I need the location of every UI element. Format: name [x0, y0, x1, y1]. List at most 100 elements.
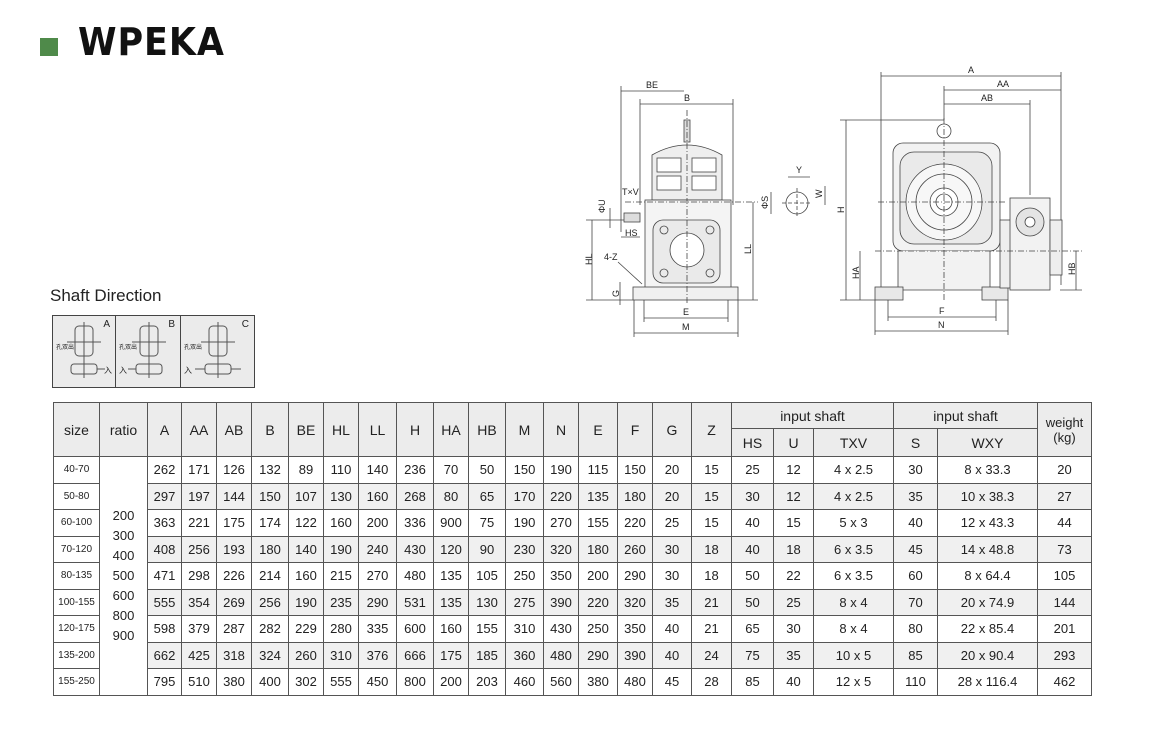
value-cell: 197 [181, 482, 217, 510]
value-cell: 144 [216, 482, 252, 510]
value-cell: 666 [396, 641, 434, 669]
value-cell: 360 [505, 641, 544, 669]
label-4z: 4-Z [604, 252, 618, 262]
value-cell: 462 [1037, 668, 1092, 696]
value-cell: 115 [578, 456, 618, 484]
value-cell: 28 [691, 668, 732, 696]
value-cell: 12 [773, 482, 814, 510]
input-mark: 入 [104, 366, 112, 375]
value-cell: 430 [543, 615, 579, 643]
value-cell: 175 [433, 641, 469, 669]
header-m: M [505, 402, 544, 457]
value-cell: 80 [893, 615, 938, 643]
value-cell: 290 [617, 562, 653, 590]
value-cell: 140 [358, 456, 397, 484]
size-cell: 50-80 [53, 482, 100, 510]
label-u: ΦU [597, 199, 607, 213]
value-cell: 229 [288, 615, 324, 643]
value-cell: 35 [893, 482, 938, 510]
value-cell: 22 [773, 562, 814, 590]
value-cell: 324 [251, 641, 289, 669]
value-cell: 20 [652, 482, 692, 510]
value-cell: 150 [505, 456, 544, 484]
value-cell: 430 [396, 535, 434, 563]
value-cell: 105 [1037, 562, 1092, 590]
value-cell: 144 [1037, 588, 1092, 616]
header-s: S [893, 428, 938, 457]
value-cell: 262 [147, 456, 182, 484]
value-cell: 290 [578, 641, 618, 669]
value-cell: 135 [578, 482, 618, 510]
value-cell: 85 [731, 668, 774, 696]
value-cell: 21 [691, 615, 732, 643]
value-cell: 390 [617, 641, 653, 669]
value-cell: 12 [773, 456, 814, 484]
value-cell: 135 [433, 562, 469, 590]
header-txv: TXV [813, 428, 894, 457]
dimension-drawings: BE B T×V ΦU HS HL 4-Z G E M LL Y W ΦS H … [584, 65, 1082, 337]
value-cell: 132 [251, 456, 289, 484]
value-cell: 480 [617, 668, 653, 696]
value-cell: 795 [147, 668, 182, 696]
value-cell: 171 [181, 456, 217, 484]
value-cell: 75 [468, 509, 506, 537]
label-be: BE [646, 80, 658, 90]
value-cell: 193 [216, 535, 252, 563]
value-cell: 70 [893, 588, 938, 616]
option-label: A [103, 319, 110, 330]
size-cell: 120-175 [53, 615, 100, 643]
header-aa: AA [181, 402, 217, 457]
value-cell: 598 [147, 615, 182, 643]
label-m: M [682, 322, 690, 332]
value-cell: 28 x 116.4 [937, 668, 1038, 696]
value-cell: 20 x 90.4 [937, 641, 1038, 669]
label-txv: T×V [622, 187, 639, 197]
value-cell: 150 [617, 456, 653, 484]
value-cell: 15 [691, 456, 732, 484]
value-cell: 200 [578, 562, 618, 590]
value-cell: 40 [652, 615, 692, 643]
value-cell: 25 [652, 509, 692, 537]
gearbox-sketch-icon [195, 322, 241, 378]
value-cell: 190 [543, 456, 579, 484]
value-cell: 30 [773, 615, 814, 643]
header-e: E [578, 402, 618, 457]
label-aa: AA [997, 79, 1009, 89]
size-cell: 60-100 [53, 509, 100, 537]
label-ll: LL [743, 244, 753, 254]
value-cell: 130 [323, 482, 359, 510]
size-cell: 155-250 [53, 668, 100, 696]
value-cell: 65 [731, 615, 774, 643]
value-cell: 310 [505, 615, 544, 643]
value-cell: 110 [893, 668, 938, 696]
value-cell: 376 [358, 641, 397, 669]
value-cell: 40 [893, 509, 938, 537]
value-cell: 662 [147, 641, 182, 669]
value-cell: 18 [773, 535, 814, 563]
header-input-shaft-2: input shaft [893, 402, 1038, 429]
value-cell: 318 [216, 641, 252, 669]
value-cell: 20 x 74.9 [937, 588, 1038, 616]
size-cell: 40-70 [53, 456, 100, 484]
value-cell: 201 [1037, 615, 1092, 643]
header-size: size [53, 402, 100, 457]
option-label: C [241, 319, 249, 330]
value-cell: 510 [181, 668, 217, 696]
value-cell: 280 [323, 615, 359, 643]
header-hl: HL [323, 402, 359, 457]
value-cell: 40 [731, 535, 774, 563]
value-cell: 6 x 3.5 [813, 535, 894, 563]
value-cell: 15 [691, 509, 732, 537]
value-cell: 220 [617, 509, 653, 537]
gearbox-sketch-icon [128, 322, 166, 378]
value-cell: 379 [181, 615, 217, 643]
shaft-direction-b: B 孔双出 入 [116, 316, 181, 387]
label-n: N [938, 320, 945, 330]
value-cell: 235 [323, 588, 359, 616]
value-cell: 256 [251, 588, 289, 616]
value-cell: 230 [505, 535, 544, 563]
shaft-direction-c: C 孔双出 入 [181, 316, 254, 387]
value-cell: 44 [1037, 509, 1092, 537]
